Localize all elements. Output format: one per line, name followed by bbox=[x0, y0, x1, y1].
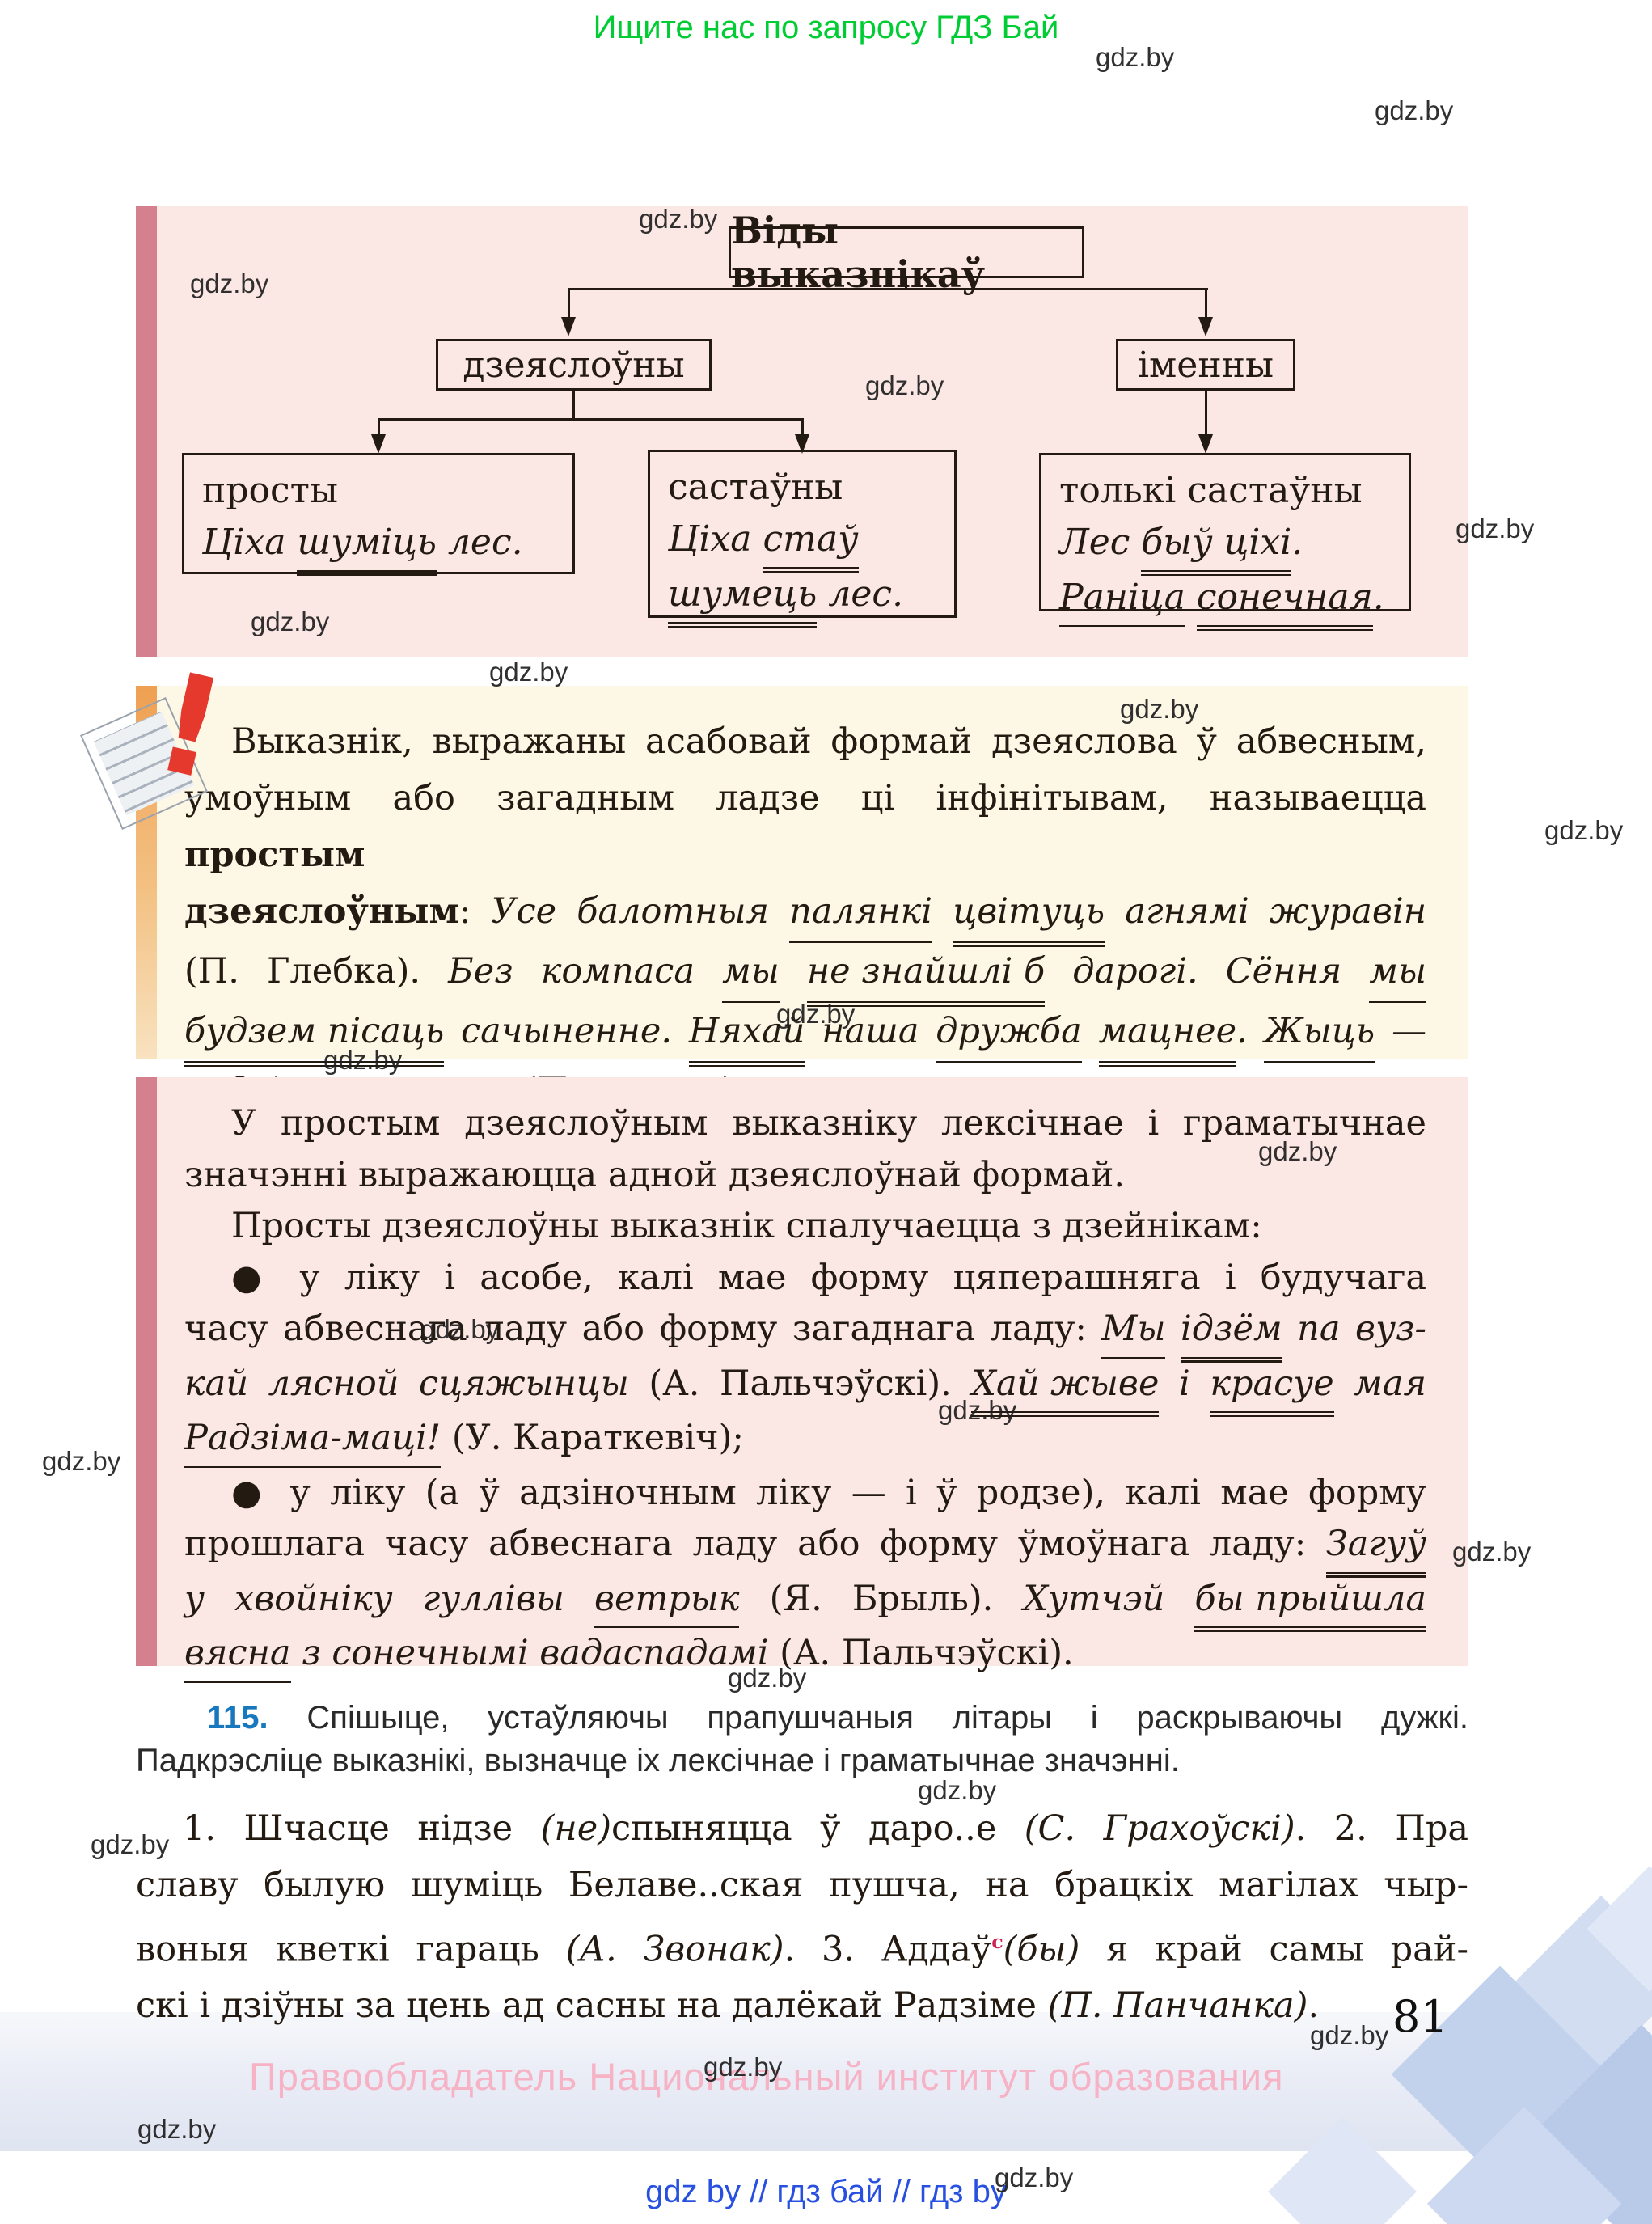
rule-text: У простым дзеяслоўным выказніку лексічна… bbox=[184, 1098, 1427, 1683]
connector-line bbox=[1205, 288, 1207, 319]
accent-bar bbox=[136, 1077, 157, 1666]
connector-line bbox=[1205, 391, 1207, 436]
text-line: 115. Спішыце, устаўляючы прапушчаныя літ… bbox=[207, 1700, 1468, 1736]
box-label: толькі састаўны bbox=[1059, 470, 1363, 511]
text-line: славу былую шуміць Белаве..ская пушча, н… bbox=[136, 1865, 1468, 1905]
note-panel: Выказнік, выражаны асабовай формай дзеяс… bbox=[136, 686, 1468, 1127]
text-line: У простым дзеяслоўным выказніку лексічна… bbox=[231, 1103, 1426, 1144]
text-line: Лес быў ціхі. bbox=[1059, 517, 1391, 576]
text-line: Выказнік, выражаны асабовай формай дзеяс… bbox=[231, 721, 1426, 762]
text-line: Радзіма-маці! (У. Караткевіч); bbox=[184, 1413, 1426, 1468]
box-label: просты bbox=[202, 470, 338, 511]
text-line: Ціха стаў bbox=[668, 514, 936, 573]
text-line: Падкрэсліце выказнікі, вызначце іх лексі… bbox=[136, 1743, 1180, 1778]
arrow-down-icon bbox=[561, 317, 576, 336]
arrow-down-icon bbox=[1198, 317, 1213, 336]
top-banner: Ищите нас по запросу ГДЗ Бай bbox=[593, 10, 1059, 45]
text-line: вясна з сонечнымі вадаспадамі (А. Пальчэ… bbox=[184, 1628, 1426, 1683]
gdz-watermark: gdz.by bbox=[489, 657, 568, 687]
text-line: 1. Шчасце нідзе (не)спыняцца ў даро..е (… bbox=[183, 1808, 1468, 1849]
text-line: дзеяслоўным: Усе балотныя палянкі цвітуц… bbox=[184, 883, 1426, 947]
box-label: састаўны bbox=[668, 467, 843, 508]
box-example: Лес быў ціхі.Раніца сонечная. bbox=[1059, 517, 1391, 631]
gdz-watermark: gdz.by bbox=[42, 1446, 121, 1476]
box-only-compound-predicate: толькі састаўны Лес быў ціхі.Раніца соне… bbox=[1039, 453, 1411, 631]
text-line: часу абвеснага ладу або форму загаднага … bbox=[184, 1304, 1426, 1362]
text-line: (П. Глебка). Без компаса мы не знайшлі б… bbox=[184, 943, 1427, 1007]
connector-line bbox=[572, 391, 575, 420]
text-line: у хвойніку гуллівы ветрык (Я. Брыль). Ху… bbox=[184, 1574, 1427, 1632]
gdz-watermark: gdz.by bbox=[1375, 95, 1454, 125]
text-line: ● у ліку і асобе, калі мае форму цяпераш… bbox=[231, 1257, 1426, 1298]
copyright-watermark: Правообладатель Национальный институт об… bbox=[249, 2055, 1284, 2098]
diagram-panel: Віды выказнікаў дзеяслоўны іменны просты… bbox=[136, 206, 1468, 657]
accent-bar bbox=[136, 206, 157, 657]
gdz-watermark: gdz.by bbox=[1544, 815, 1624, 845]
text-line: прошлага часу абвеснага ладу або форму ў… bbox=[184, 1519, 1427, 1577]
box-simple-predicate: просты Ціха шуміць лес. bbox=[182, 453, 575, 576]
connector-line bbox=[801, 418, 804, 436]
node-nominal: іменны bbox=[1116, 339, 1295, 391]
connector-line bbox=[378, 418, 804, 421]
text-line: шумець лес. bbox=[668, 569, 936, 628]
text-line: Раніца сонечная. bbox=[1059, 572, 1391, 631]
text-line: ● у ліку (а ў адзіночным ліку — і ў родз… bbox=[231, 1472, 1426, 1513]
connector-line bbox=[378, 418, 380, 436]
exercise-task: 115. Спішыце, устаўляючы прапушчаныя літ… bbox=[136, 1697, 1468, 1782]
note-text: Выказнік, выражаны асабовай формай дзеяс… bbox=[184, 713, 1427, 1127]
text-line: умоўным або загадным ладзе ці інфінітыва… bbox=[184, 778, 1426, 875]
arrow-down-icon bbox=[371, 434, 386, 454]
arrow-down-icon bbox=[1198, 434, 1213, 454]
footer-links[interactable]: gdz by // гдз бай // гдз by bbox=[645, 2174, 1007, 2209]
connector-line bbox=[568, 288, 570, 319]
rule-panel: У простым дзеяслоўным выказніку лексічна… bbox=[136, 1077, 1468, 1683]
text-line: воныя кветкі гараць (А. Звонак). 3. Адда… bbox=[136, 1929, 1468, 1970]
text-line: кай лясной сцяжынцы (А. Пальчэўскі). Хай… bbox=[184, 1359, 1426, 1417]
text-line: будзем пісаць сачыненне. Няхай наша друж… bbox=[184, 1003, 1426, 1067]
note-icon: ! bbox=[79, 642, 249, 831]
text-line: значэнні выражаюцца адной дзеяслоўнай фо… bbox=[184, 1154, 1126, 1195]
page-number: 81 bbox=[1392, 1991, 1448, 2042]
box-example: Ціха шуміць лес. bbox=[202, 517, 555, 576]
arrow-down-icon bbox=[795, 434, 809, 454]
connector-line bbox=[568, 288, 1208, 290]
text-line: Просты дзеяслоўны выказнік спалучаецца з… bbox=[231, 1206, 1262, 1246]
diagram-title: Віды выказнікаў bbox=[729, 209, 1084, 296]
exercise-115: 115. Спішыце, устаўляючы прапушчаныя літ… bbox=[136, 1697, 1468, 2034]
connector-line bbox=[905, 277, 907, 290]
exercise-body: 1. Шчасце нідзе (не)спыняцца ў даро..е (… bbox=[136, 1800, 1468, 2034]
footer-band bbox=[0, 2012, 1652, 2151]
text-line: Ціха шуміць лес. bbox=[202, 517, 555, 576]
text-line: скі і дзіўны за цень ад сасны на далёкай… bbox=[136, 1985, 1320, 2027]
gdz-watermark: gdz.by bbox=[1096, 42, 1175, 72]
node-verbal: дзеяслоўны bbox=[436, 339, 712, 391]
